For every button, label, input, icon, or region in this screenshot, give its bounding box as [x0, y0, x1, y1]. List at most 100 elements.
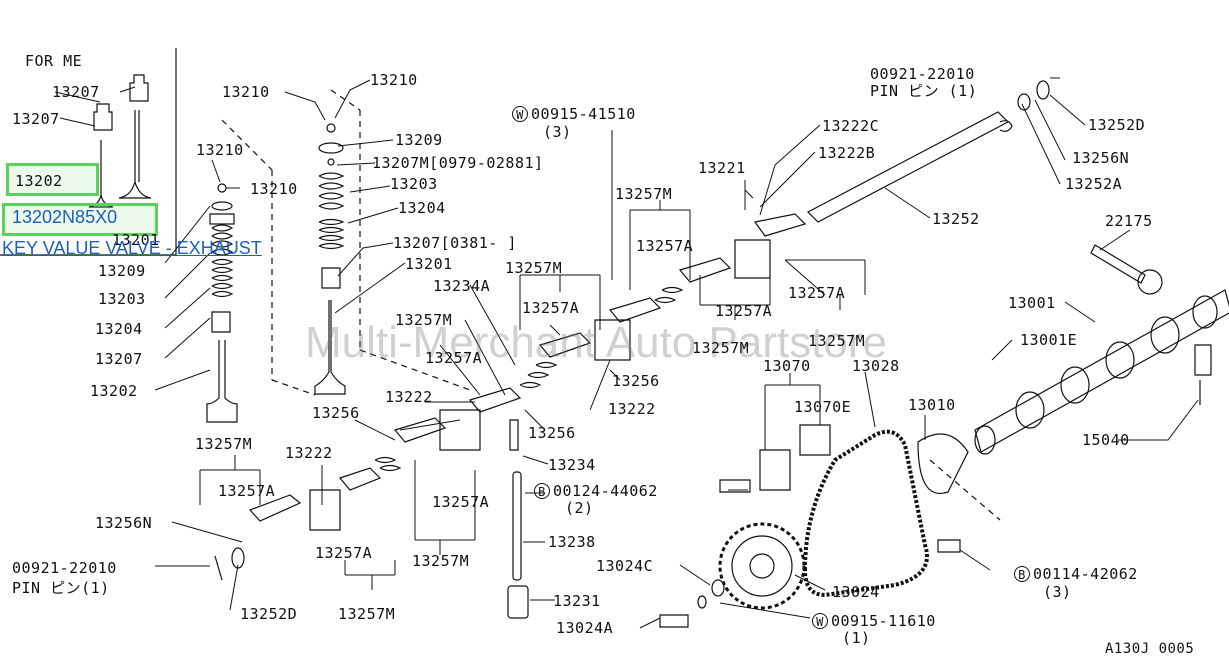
part-label[interactable]: 13210 — [196, 141, 244, 159]
part-label[interactable]: 13010 — [908, 396, 956, 414]
washer-symbol: W — [512, 106, 528, 122]
part-label[interactable]: 22175 — [1105, 212, 1153, 230]
part-label[interactable]: 13257A — [425, 349, 483, 367]
part-label[interactable]: 13001 — [1008, 294, 1056, 312]
part-label[interactable]: 13209 — [395, 131, 443, 149]
part-label[interactable]: 13257M — [395, 311, 453, 329]
part-label[interactable]: 13256 — [312, 404, 360, 422]
part-label[interactable]: 13210 — [370, 71, 418, 89]
part-label[interactable]: 13210 — [222, 83, 270, 101]
part-label[interactable]: 13234 — [548, 456, 596, 474]
part-label[interactable]: 13222 — [285, 444, 333, 462]
washer-icon-5 — [697, 595, 707, 609]
part-label[interactable]: 13201 — [405, 255, 453, 273]
pin-label: PIN ピン(1) — [12, 579, 110, 597]
part-label[interactable]: 13222C — [822, 117, 880, 135]
bolt-icon-2 — [937, 539, 961, 553]
highlight-box — [6, 163, 99, 196]
part-label[interactable]: 13256 — [528, 424, 576, 442]
part-label[interactable]: 13207 — [52, 83, 100, 101]
part-label[interactable]: 00921-22010 — [12, 559, 117, 577]
inset-valve-seal-icon — [93, 74, 149, 131]
part-label[interactable]: 13257A — [315, 544, 373, 562]
highlight-box-2 — [2, 203, 158, 236]
part-label[interactable]: 13257A — [218, 482, 276, 500]
sprocket-small-icon — [1194, 344, 1212, 405]
part-label[interactable]: 13070E — [794, 398, 852, 416]
part-label[interactable]: 13070 — [763, 357, 811, 375]
bolt-symbol: B — [534, 483, 550, 499]
part-label[interactable]: 13252 — [932, 210, 980, 228]
part-label[interactable]: 13257M — [692, 339, 750, 357]
quantity-label: (3) — [1043, 583, 1072, 601]
part-label[interactable]: 13257A — [788, 284, 846, 302]
part-label[interactable]: 13024A — [556, 619, 614, 637]
part-label[interactable]: 13257A — [522, 299, 580, 317]
timing-chain-icon — [802, 429, 929, 598]
part-label[interactable]: 13238 — [548, 533, 596, 551]
part-label[interactable]: 13257M — [195, 435, 253, 453]
part-label[interactable]: 13207M[0979-02881] — [372, 154, 544, 172]
washer-symbol: W — [812, 613, 828, 629]
part-label[interactable]: 13252D — [1088, 116, 1146, 134]
part-label[interactable]: 13257M — [338, 605, 396, 623]
part-label[interactable]: 13209 — [98, 262, 146, 280]
washer-icon-4 — [711, 579, 725, 597]
part-label[interactable]: 13257A — [432, 493, 490, 511]
part-label[interactable]: 00921-22010 — [870, 65, 975, 83]
part-description-link[interactable]: KEY VALUE VALVE - EXHAUST — [2, 238, 262, 258]
part-label[interactable]: 13256N — [1072, 149, 1130, 167]
assembly-guide-lines — [221, 89, 1001, 521]
cam-sprocket-icon — [718, 522, 806, 610]
part-label[interactable]: 13222 — [608, 400, 656, 418]
quantity-label: (1) — [842, 629, 871, 647]
part-label[interactable]: 13001E — [1020, 331, 1078, 349]
part-label[interactable]: 13256 — [612, 372, 660, 390]
chain-tensioner-icon — [719, 424, 831, 493]
washer-icon-3 — [231, 547, 245, 569]
part-label[interactable]: 13222B — [818, 144, 876, 162]
part-label[interactable]: 13207 — [95, 350, 143, 368]
highlighted-part-label[interactable]: 13202 — [15, 172, 63, 190]
part-label[interactable]: 13252A — [1065, 175, 1123, 193]
part-label[interactable]: 13257A — [715, 302, 773, 320]
pin-icon — [214, 555, 223, 581]
part-label[interactable]: 13203 — [390, 175, 438, 193]
bolt-symbol: B — [1014, 566, 1030, 582]
part-label[interactable]: 13207[0381- ] — [393, 234, 517, 252]
part-label[interactable]: 13221 — [698, 159, 746, 177]
part-label[interactable]: 13257M — [808, 332, 866, 350]
part-label[interactable]: 13234A — [433, 277, 491, 295]
part-label[interactable]: 13028 — [852, 357, 900, 375]
part-label[interactable]: 13257M — [505, 259, 563, 277]
part-label[interactable]: 13202 — [90, 382, 138, 400]
valve-spring-stack-left — [206, 183, 238, 423]
part-label[interactable]: 13257M — [412, 552, 470, 570]
washer-icon — [1017, 93, 1031, 111]
distributor-gear-icon — [1090, 244, 1163, 295]
part-label[interactable]: 15040 — [1082, 431, 1130, 449]
part-label[interactable]: 13203 — [98, 290, 146, 308]
part-label[interactable]: 13204 — [398, 199, 446, 217]
part-label[interactable]: 13256N — [95, 514, 153, 532]
part-label[interactable]: 13222 — [385, 388, 433, 406]
part-label[interactable]: 13210 — [250, 180, 298, 198]
part-label[interactable]: 13024C — [596, 557, 654, 575]
chain-guide-icon — [917, 433, 969, 494]
part-label[interactable]: 13207 — [12, 110, 60, 128]
part-label[interactable]: 13252D — [240, 605, 298, 623]
part-label[interactable]: 13257M — [615, 185, 673, 203]
inset-valve-icon — [88, 110, 152, 208]
part-label[interactable]: 13201 — [112, 231, 160, 249]
part-label[interactable]: 13231 — [553, 592, 601, 610]
part-label[interactable]: 13257A — [636, 237, 694, 255]
shaft-plug-icon — [999, 120, 1013, 132]
part-label[interactable]: 13024 — [832, 583, 880, 601]
part-label[interactable]: 13204 — [95, 320, 143, 338]
selected-part-number[interactable]: 13202N85X0 — [12, 207, 118, 227]
